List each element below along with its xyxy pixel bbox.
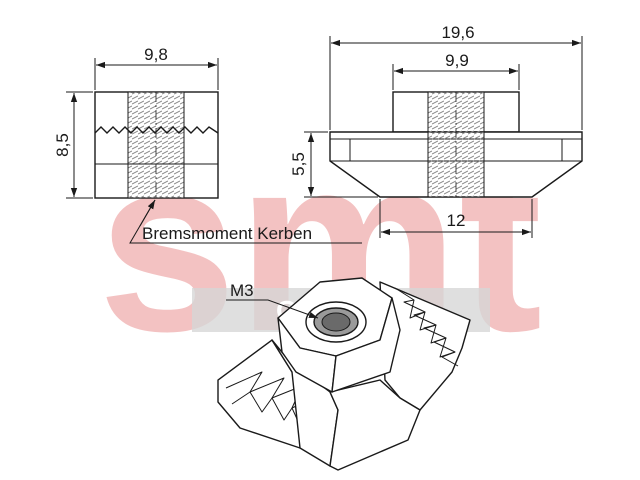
front-view [94,91,219,199]
side-height-label: 5,5 [289,152,308,176]
iso-right-flange [379,281,471,411]
side-view [329,91,583,198]
iso-lower-front [329,379,421,471]
front-width-label: 9,8 [144,45,168,64]
side-top-width-label: 9,9 [445,51,469,70]
side-bottom-width-label: 12 [447,211,466,230]
iso-block-right [331,297,401,393]
front-dimensions [66,58,362,244]
side-total-width-label: 19,6 [441,23,474,42]
isometric-view [217,277,471,471]
thread-label: M3 [230,281,254,300]
thread-leader [226,299,319,319]
front-thread-hatch [128,92,184,198]
side-thread-hatch [428,92,484,197]
brake-notches-label: Bremsmoment Kerben [142,224,312,243]
side-dimensions [304,36,583,238]
front-height-label: 8,5 [53,133,72,157]
brake-notch-line [94,126,219,134]
